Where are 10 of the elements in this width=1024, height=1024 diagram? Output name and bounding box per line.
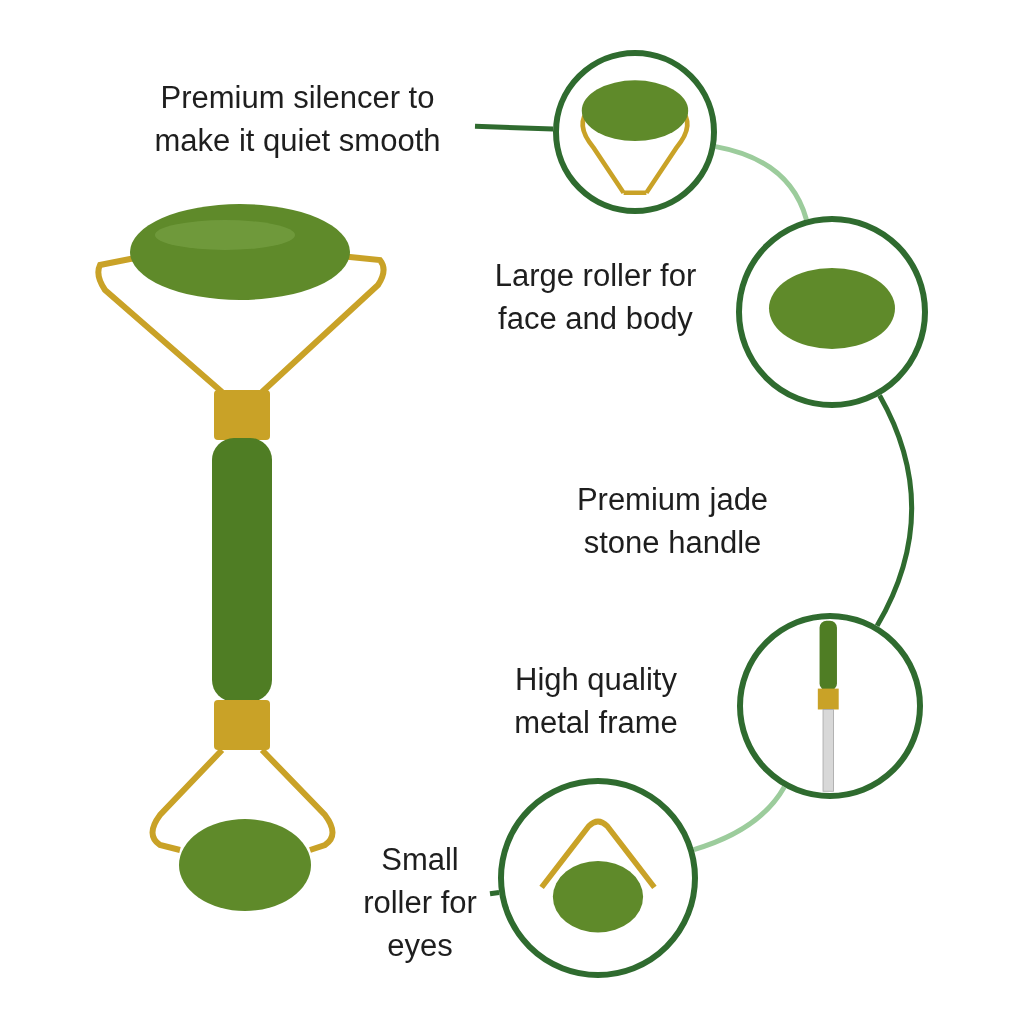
connector-arc — [693, 785, 787, 852]
connector-arc — [874, 394, 915, 627]
leader-line — [474, 123, 554, 132]
callout-text: High quality metal frame — [513, 661, 679, 742]
callout-text: Premium jade stone handle — [575, 481, 770, 562]
callout-text: Small roller for eyes — [362, 841, 478, 965]
leader-line — [489, 890, 500, 897]
connector-arc — [715, 144, 809, 221]
callout-text: Large roller for face and body — [493, 257, 698, 338]
callout-text: Premium silencer to make it quiet smooth — [153, 79, 442, 160]
